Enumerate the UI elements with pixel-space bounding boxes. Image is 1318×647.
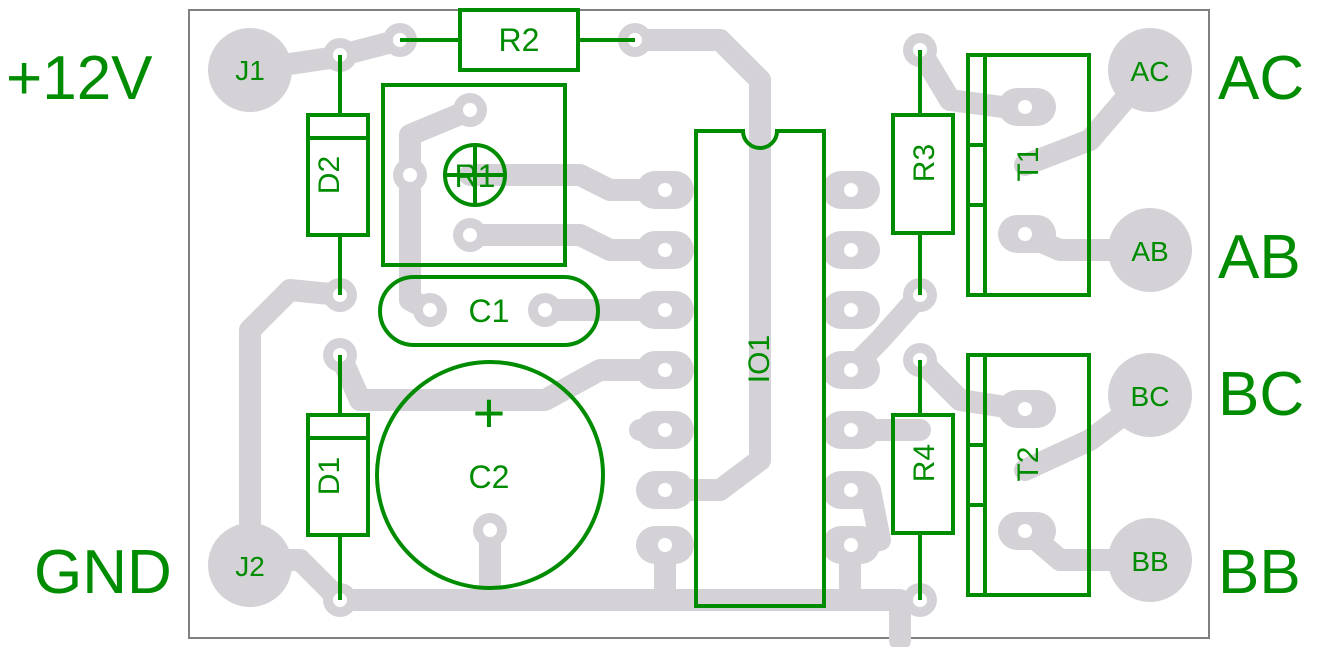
bc-label: BC [1218, 360, 1305, 429]
diode-d2-outline [306, 55, 370, 295]
ab-label: AB [1218, 223, 1301, 292]
supply-label: +12V [6, 44, 153, 113]
pad-ab-label: AB [1131, 236, 1168, 267]
diode-d1-outline [306, 355, 370, 600]
silkscreen [306, 8, 1091, 608]
pad-j2-label: J2 [235, 551, 265, 582]
c2-polarity-mark: + [473, 381, 506, 444]
board-outline [188, 9, 1210, 639]
resistor-r4-outline [891, 360, 955, 600]
ac-label: AC [1218, 44, 1305, 113]
ic-io1-outline [694, 129, 826, 608]
d1-label: D1 [313, 457, 346, 495]
resistor-r3-outline [891, 50, 955, 295]
c1-label: C1 [469, 293, 510, 329]
drill-holes [333, 33, 1032, 607]
pad-bb-label: BB [1131, 546, 1168, 577]
transistor-t2-outline [966, 353, 1091, 597]
trimmer-r1-outline [381, 83, 567, 267]
ground-label: GND [34, 538, 172, 607]
pad-j1-label: J1 [235, 55, 265, 86]
c2-label: C2 [469, 459, 510, 495]
pad-ac-label: AC [1131, 56, 1170, 87]
transistor-t1-outline [966, 53, 1091, 297]
capacitor-c2-outline [375, 360, 605, 590]
t1-label: T1 [1012, 146, 1045, 181]
r2-label: R2 [499, 22, 540, 58]
capacitor-c1-outline [378, 275, 600, 347]
pad-bc-label: BC [1131, 381, 1170, 412]
copper-pads [208, 23, 1192, 617]
bb-label: BB [1218, 538, 1301, 607]
r4-label: R4 [908, 444, 941, 482]
r1-label: R1 [455, 158, 496, 194]
io1-label: IO1 [743, 335, 776, 383]
t2-label: T2 [1012, 446, 1045, 481]
trimmer-crosshair [447, 147, 503, 203]
d2-label: D2 [313, 156, 346, 194]
r3-label: R3 [908, 144, 941, 182]
resistor-r2-outline [400, 8, 635, 72]
